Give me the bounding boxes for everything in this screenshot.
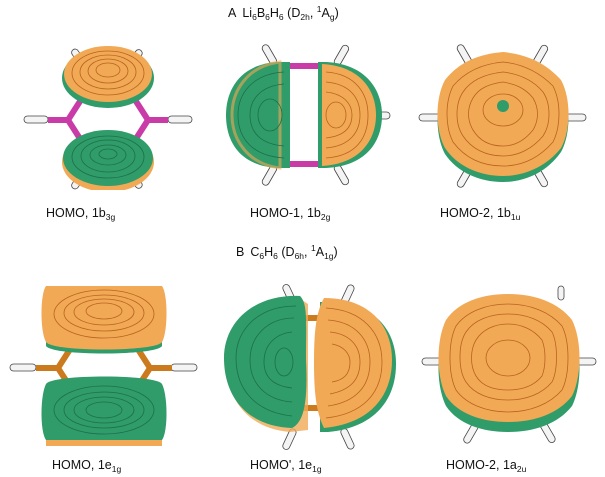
center-node <box>497 100 509 112</box>
orbital-a-homo1-diagram <box>226 44 391 186</box>
hydrogen-atoms <box>282 284 355 450</box>
caption-a-homo1: HOMO-1, 1b2g <box>250 206 331 222</box>
section-a-symmetry: (D2h, 1Ag) <box>287 4 339 22</box>
section-a-formula: Li6B6H6 <box>242 6 284 22</box>
orbital-b-homo-diagram <box>9 286 198 446</box>
section-b-title: B C6H6 (D6h, 1A1g) <box>236 243 338 261</box>
orange-lobe-disc <box>438 294 580 432</box>
green-lobe-bottom <box>41 376 167 446</box>
green-lobe-bottom <box>62 130 154 190</box>
section-b-symmetry: (D6h, 1A1g) <box>281 243 338 261</box>
orange-lobe-top <box>41 286 167 354</box>
caption-b-homo: HOMO, 1e1g <box>52 458 122 474</box>
section-a-letter: A <box>228 6 237 20</box>
section-b-letter: B <box>236 245 245 259</box>
hydrogen-atoms <box>418 44 587 188</box>
green-lobe-left <box>224 295 308 432</box>
caption-b-homo2: HOMO-2, 1a2u <box>446 458 527 474</box>
orbital-a-homo-diagram <box>23 46 193 190</box>
orbital-b-homo-prime-diagram <box>224 284 396 450</box>
orange-lobe-disc <box>437 52 569 182</box>
section-a-title: A Li6B6H6 (D2h, 1Ag) <box>228 4 339 22</box>
orbital-a-homo2-diagram <box>418 44 587 188</box>
section-b-formula: C6H6 <box>250 245 278 261</box>
green-lobe-left <box>226 60 290 170</box>
orbital-b-homo2-diagram <box>421 285 597 444</box>
caption-a-homo: HOMO, 1b3g <box>46 206 116 222</box>
orange-lobe-right <box>314 298 396 432</box>
orange-lobe-right <box>318 62 382 168</box>
orange-lobe-top <box>62 46 154 108</box>
caption-a-homo2: HOMO-2, 1b1u <box>440 206 521 222</box>
caption-b-homo-prime: HOMO', 1e1g <box>250 458 322 474</box>
